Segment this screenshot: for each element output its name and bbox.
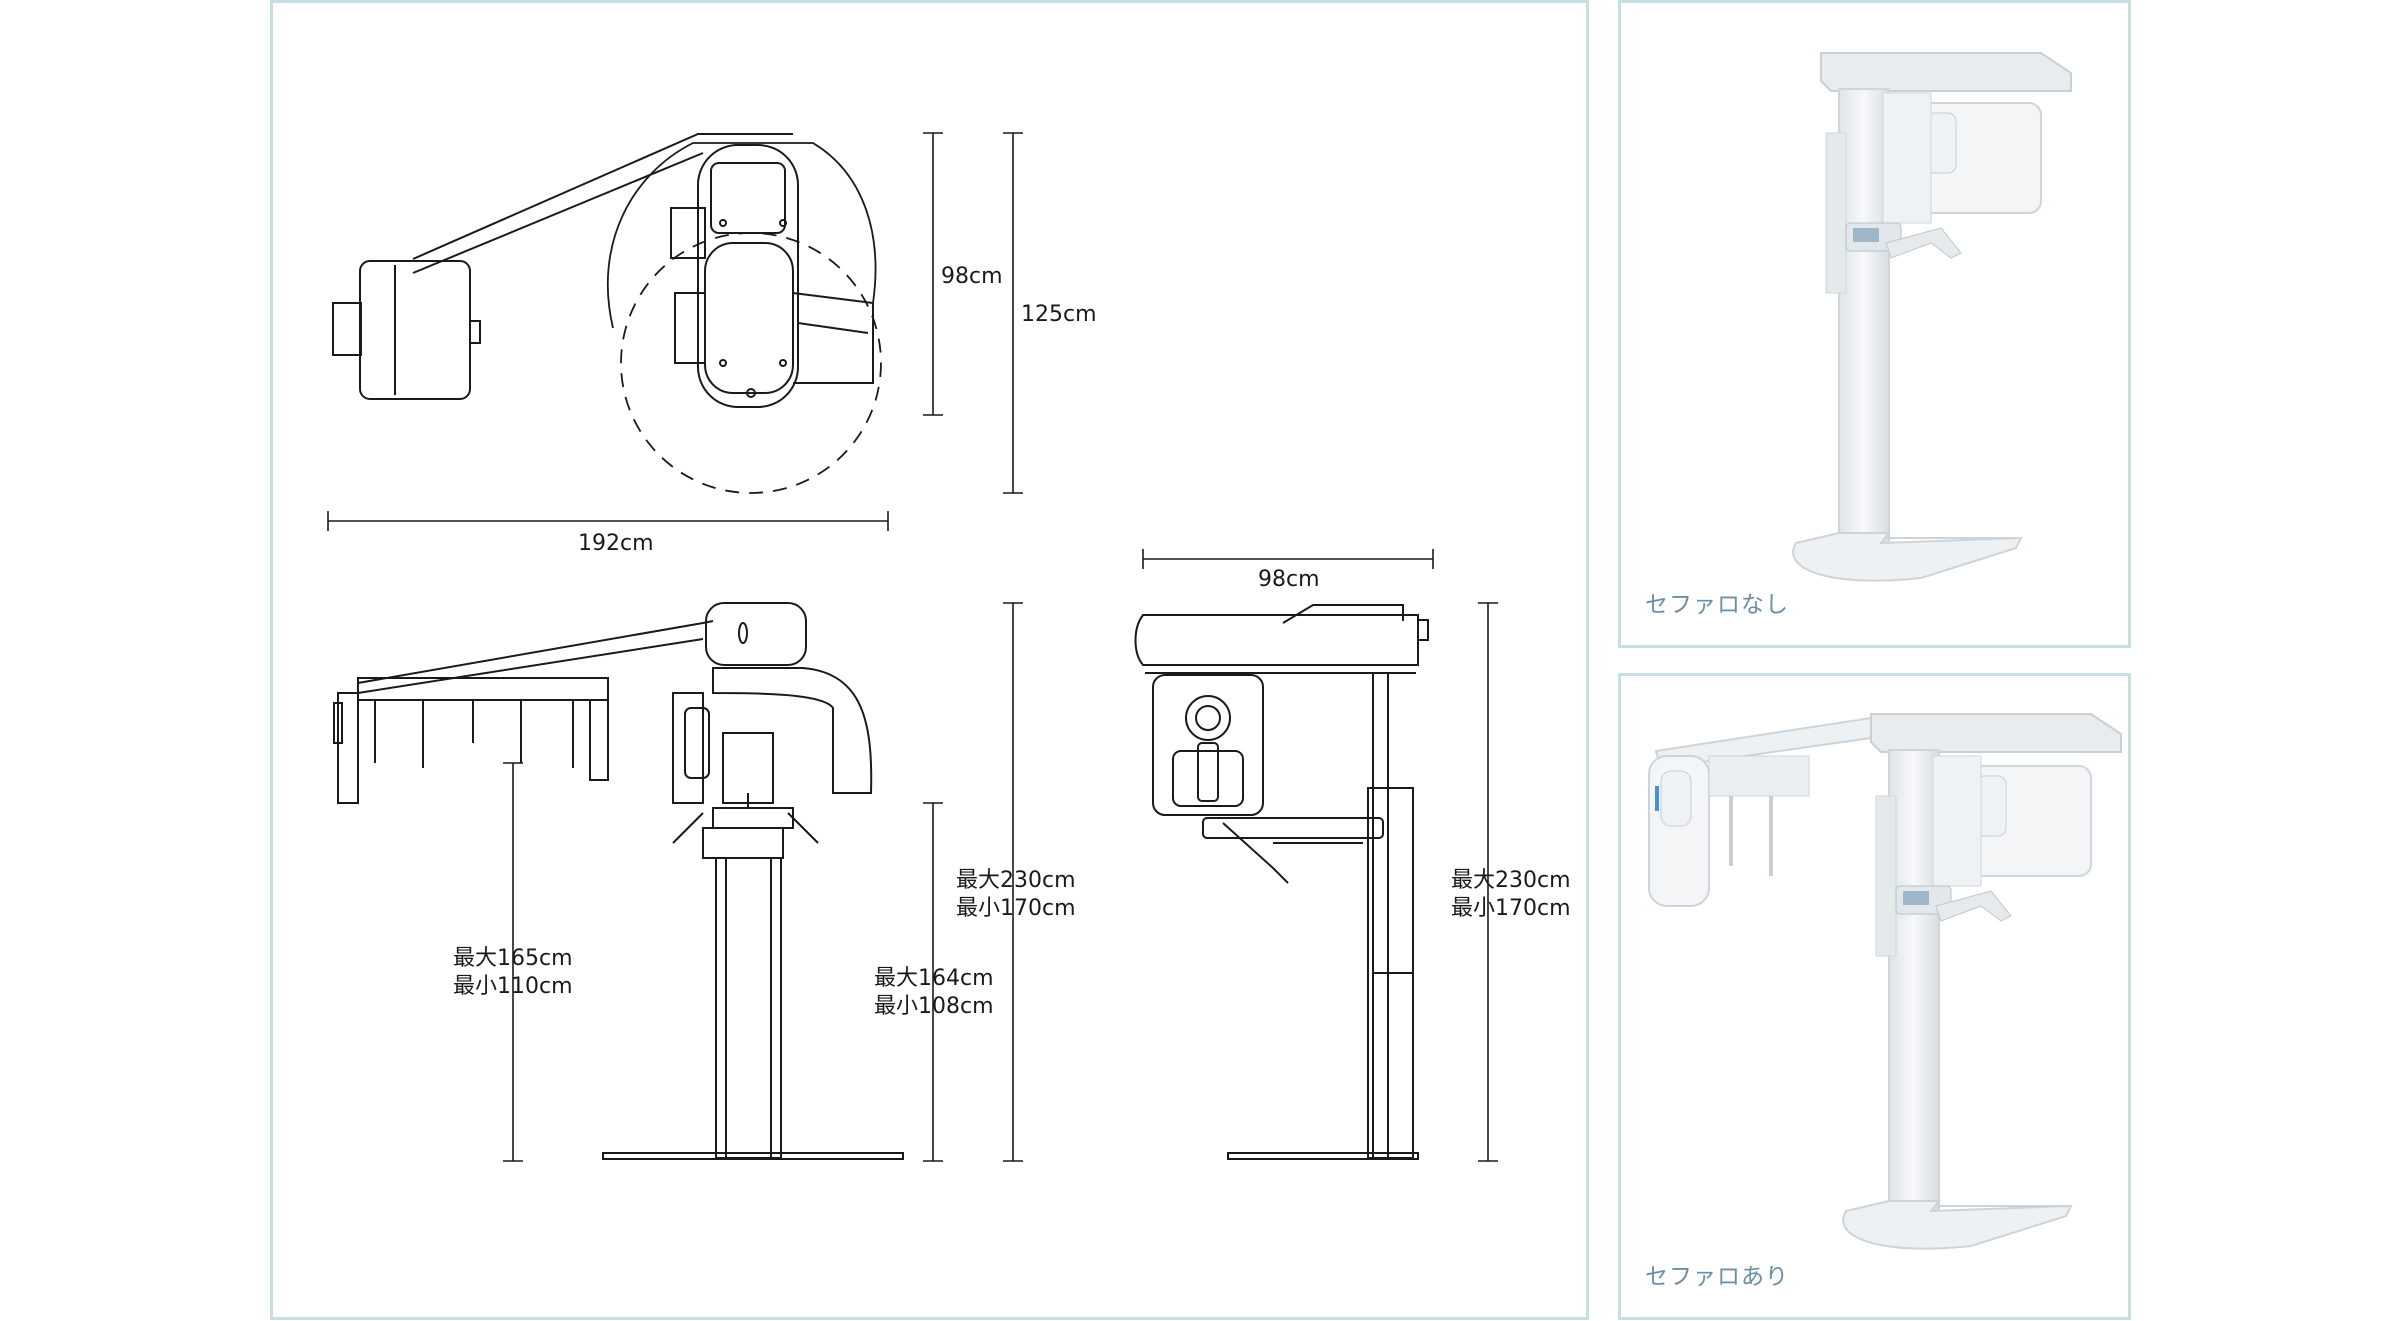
product-caption: セファロなし <box>1645 592 1789 618</box>
front-view-dimensions <box>1142 549 1498 1162</box>
dim-ceph-height-min: 最小110cm <box>453 974 573 999</box>
dim-top-depth-inner: 98cm <box>941 264 1003 289</box>
device-illustration-without-ceph <box>1792 52 2072 582</box>
device-illustration-with-ceph <box>1648 713 2122 1250</box>
dim-front-width: 98cm <box>1258 567 1320 592</box>
dim-top-depth-outer: 125cm <box>1021 302 1097 327</box>
dim-side-total-height-min: 最小170cm <box>956 896 1076 921</box>
side-view <box>333 602 904 1160</box>
top-view <box>332 133 882 494</box>
dim-front-total-height-min: 最小170cm <box>1451 896 1571 921</box>
dim-side-total-height-max: 最大230cm <box>956 868 1076 893</box>
front-view <box>1134 604 1429 1160</box>
ceph-unit-top <box>359 260 471 400</box>
technical-drawing: 98cm 125cm 192cm 最大165cm 最小110cm 最大164cm… <box>327 132 1571 1162</box>
top-view-dimensions <box>327 132 1023 531</box>
product-panel-without-ceph: セファロなし <box>1618 0 2131 648</box>
dim-front-total-height-max: 最大230cm <box>1451 868 1571 893</box>
product-panel-with-ceph: セファロあり <box>1618 673 2131 1320</box>
dim-top-width: 192cm <box>578 531 654 556</box>
dim-ceph-height-max: 最大165cm <box>453 946 573 971</box>
dim-chin-height-min: 最小108cm <box>874 994 994 1019</box>
technical-drawing-panel: 98cm 125cm 192cm 最大165cm 最小110cm 最大164cm… <box>270 0 1589 1320</box>
dim-chin-height-max: 最大164cm <box>874 966 994 991</box>
head-unit-top <box>697 144 799 408</box>
side-view-dimensions <box>503 602 1023 1162</box>
product-caption: セファロあり <box>1645 1264 1789 1290</box>
